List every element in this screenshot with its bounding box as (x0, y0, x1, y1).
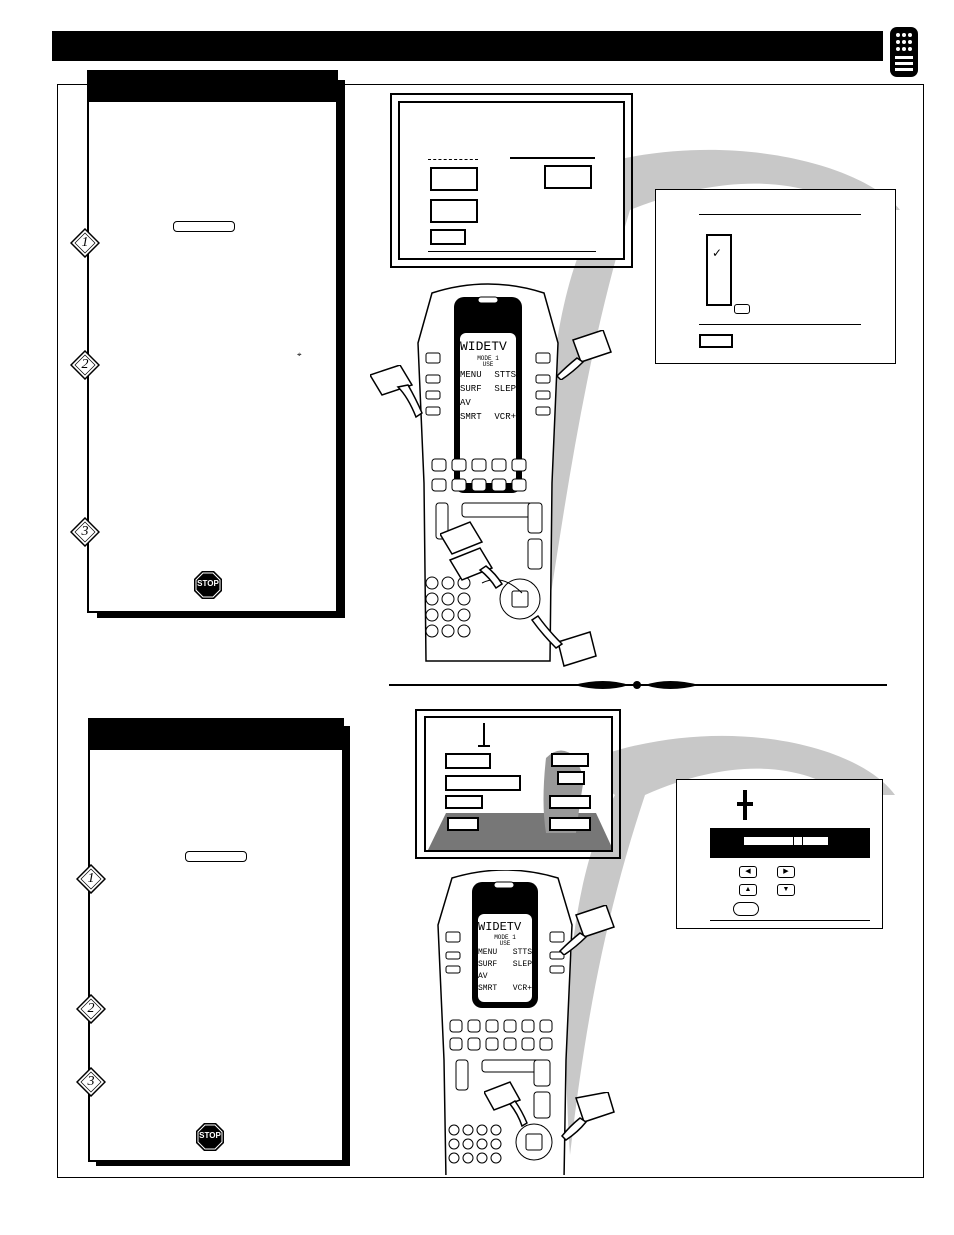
stop-label: STOP (197, 579, 219, 588)
lcd-brand: WIDETV (478, 920, 522, 934)
lcd-slep: SLEP (494, 384, 516, 394)
crosshair-icon: ⌖ (297, 350, 302, 359)
lcd-surf: SURF (478, 960, 498, 969)
menu-item (699, 334, 733, 348)
menu-item (544, 165, 592, 189)
step-number: 2 (81, 357, 89, 372)
step-number: 2 (87, 1001, 95, 1016)
lcd-smrt: SMRT (478, 984, 498, 993)
lcd-stts: STTS (512, 948, 532, 957)
lcd-menu: MENU (460, 370, 482, 380)
instruction-panel-top (87, 70, 338, 613)
lcd-mode: MODE 1 (477, 355, 499, 362)
lcd-brand: WIDETV (460, 339, 507, 354)
step-1-badge: 1 (70, 228, 100, 258)
remote-button-graphic (185, 851, 247, 862)
right-arrow-icon: ▶ (777, 866, 795, 878)
page-frame (57, 84, 924, 1178)
tv-screen-menu (424, 716, 613, 852)
stop-sign-icon: STOP (193, 570, 223, 600)
pointing-hand-icon (555, 330, 612, 380)
step-3-badge: 3 (76, 1067, 106, 1097)
lcd-av: AV (460, 398, 471, 408)
lcd-vcr: VCR+ (512, 984, 532, 993)
step-3-badge: 3 (70, 517, 100, 547)
panel-title-bar (89, 72, 336, 102)
menu-item (430, 199, 478, 223)
instruction-panel-bottom (88, 718, 344, 1162)
pointing-hand-icon (370, 365, 423, 419)
step-2-badge: 2 (76, 994, 106, 1024)
lcd-smrt: SMRT (460, 412, 482, 422)
checkmark-icon: ✓ (712, 246, 723, 260)
step-number: 1 (81, 235, 89, 250)
up-arrow-icon: ▲ (739, 884, 757, 896)
lcd-vcr: VCR+ (494, 412, 516, 422)
pointing-hand-icon (530, 614, 597, 667)
header-bar (52, 31, 883, 61)
remote-control-bottom: WIDETV MODE 1 USE MENU STTS SURF SLEP AV S… (434, 870, 576, 1175)
pointing-hand-icon (558, 905, 615, 955)
pointing-hand-icon (484, 1081, 528, 1128)
ok-button-icon (733, 902, 759, 916)
menu-item (430, 229, 466, 245)
remote-control-icon (889, 26, 919, 78)
panel-title-bar (90, 720, 342, 750)
section-divider (389, 681, 887, 689)
checklist-box (706, 234, 732, 306)
remote-lcd: WIDETV MODE 1 USE MENU STTS SURF SLEP AV S… (478, 920, 532, 995)
lcd-menu: MENU (478, 948, 498, 957)
tv-screen-outer (390, 93, 633, 268)
step-number: 1 (87, 871, 95, 886)
lcd-av: AV (478, 972, 488, 981)
stop-sign-icon: STOP (195, 1122, 225, 1152)
remote-control-top: WIDETV MODE 1 USE MENU STTS SURF SLEP AV S… (412, 283, 564, 665)
tv-screen-outer (415, 709, 621, 859)
lcd-sub: USE (482, 361, 494, 368)
submenu-screen: ◀ ▶ ▲ ▼ (676, 779, 883, 929)
lcd-mode: MODE 1 (494, 934, 516, 941)
step-2-badge: 2 (70, 350, 100, 380)
step-number: 3 (87, 1074, 95, 1089)
remote-lcd: WIDETV MODE 1 USE MENU STTS SURF SLEP AV S… (460, 339, 516, 424)
step-1-badge: 1 (76, 864, 106, 894)
lcd-sub: USE (499, 940, 511, 947)
pointing-hand-icon (440, 521, 504, 590)
lcd-stts: STTS (494, 370, 516, 380)
step-number: 3 (81, 524, 89, 539)
remote-button-graphic (173, 221, 235, 232)
down-arrow-icon: ▼ (777, 884, 795, 896)
stop-label: STOP (199, 1131, 221, 1140)
left-arrow-icon: ◀ (739, 866, 757, 878)
tv-screen-menu (398, 101, 625, 260)
submenu-screen: ✓ (655, 189, 896, 364)
pointing-hand-icon (560, 1092, 615, 1141)
lcd-slep: SLEP (512, 960, 532, 969)
lcd-surf: SURF (460, 384, 482, 394)
menu-item-highlighted (430, 167, 478, 191)
